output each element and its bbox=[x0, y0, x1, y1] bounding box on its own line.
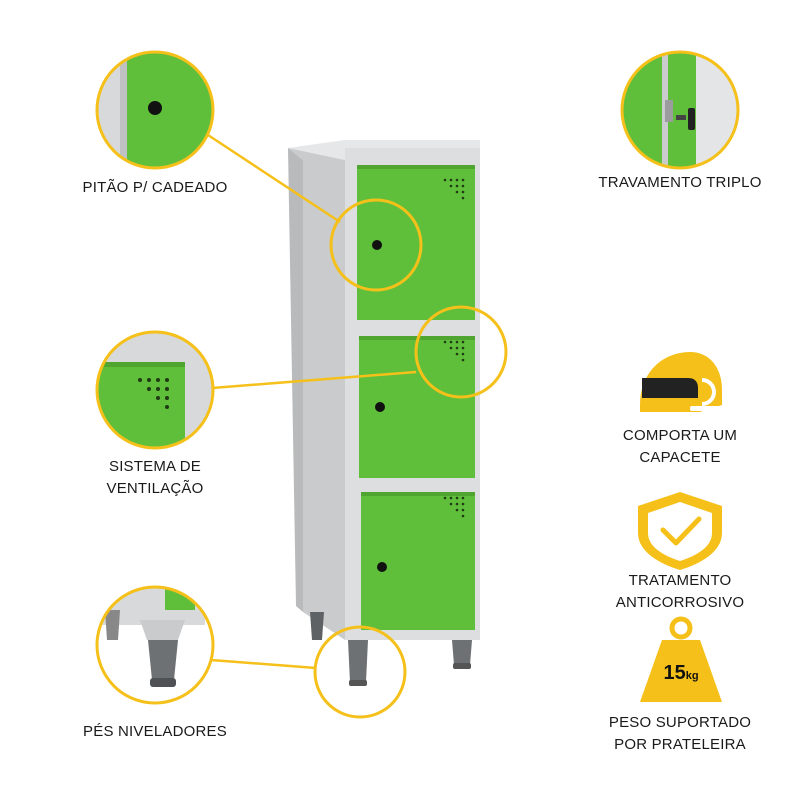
feature-anticorrosive-label: TRATAMENTO ANTICORROSIVO bbox=[590, 570, 770, 614]
callout-ventilation-label: SISTEMA DE VENTILAÇÃO bbox=[80, 456, 230, 500]
feature-helmet-line1: COMPORTA UM bbox=[622, 427, 738, 444]
callout-lines bbox=[207, 133, 417, 670]
door-top bbox=[357, 165, 475, 320]
feature-weight-line2: POR PRATELEIRA bbox=[614, 736, 746, 753]
feature-anticorrosive-line1: TRATAMENTO bbox=[628, 572, 732, 589]
feature-weight-label: PESO SUPORTADO POR PRATELEIRA bbox=[590, 712, 770, 756]
cabinet-legs bbox=[310, 612, 472, 686]
callout-ventilation-line2: VENTILAÇÃO bbox=[106, 480, 204, 497]
callout-triple-lock-label: TRAVAMENTO TRIPLO bbox=[598, 174, 762, 191]
feature-helmet-line2: CAPACETE bbox=[639, 449, 721, 466]
callout-feet-label: PÉS NIVELADORES bbox=[83, 723, 227, 740]
zoom-ventilation bbox=[95, 330, 215, 450]
weight-unit: kg bbox=[685, 670, 699, 682]
feature-weight-line1: PESO SUPORTADO bbox=[608, 714, 752, 731]
feature-helmet-label: COMPORTA UM CAPACETE bbox=[590, 425, 770, 469]
feature-anticorrosive-line2: ANTICORROSIVO bbox=[615, 594, 745, 611]
highlight-circles bbox=[313, 198, 508, 719]
cabinet-side-panel bbox=[288, 148, 345, 640]
zoom-leveling-feet bbox=[95, 585, 215, 705]
weight-value-badge: 15kg bbox=[650, 662, 712, 685]
weight-value: 15 bbox=[663, 662, 686, 684]
shield-check-icon bbox=[638, 492, 722, 570]
zoom-triple-lock bbox=[620, 50, 740, 170]
zoom-padlock-hasp bbox=[95, 50, 215, 170]
callout-ventilation-line1: SISTEMA DE bbox=[108, 458, 202, 475]
door-bottom bbox=[361, 492, 475, 630]
locker-cabinet bbox=[288, 140, 480, 686]
callout-padlock-label: PITÃO P/ CADEADO bbox=[82, 179, 228, 196]
vent-dots bbox=[443, 178, 465, 518]
helmet-icon bbox=[640, 352, 722, 412]
weight-icon bbox=[640, 616, 722, 702]
